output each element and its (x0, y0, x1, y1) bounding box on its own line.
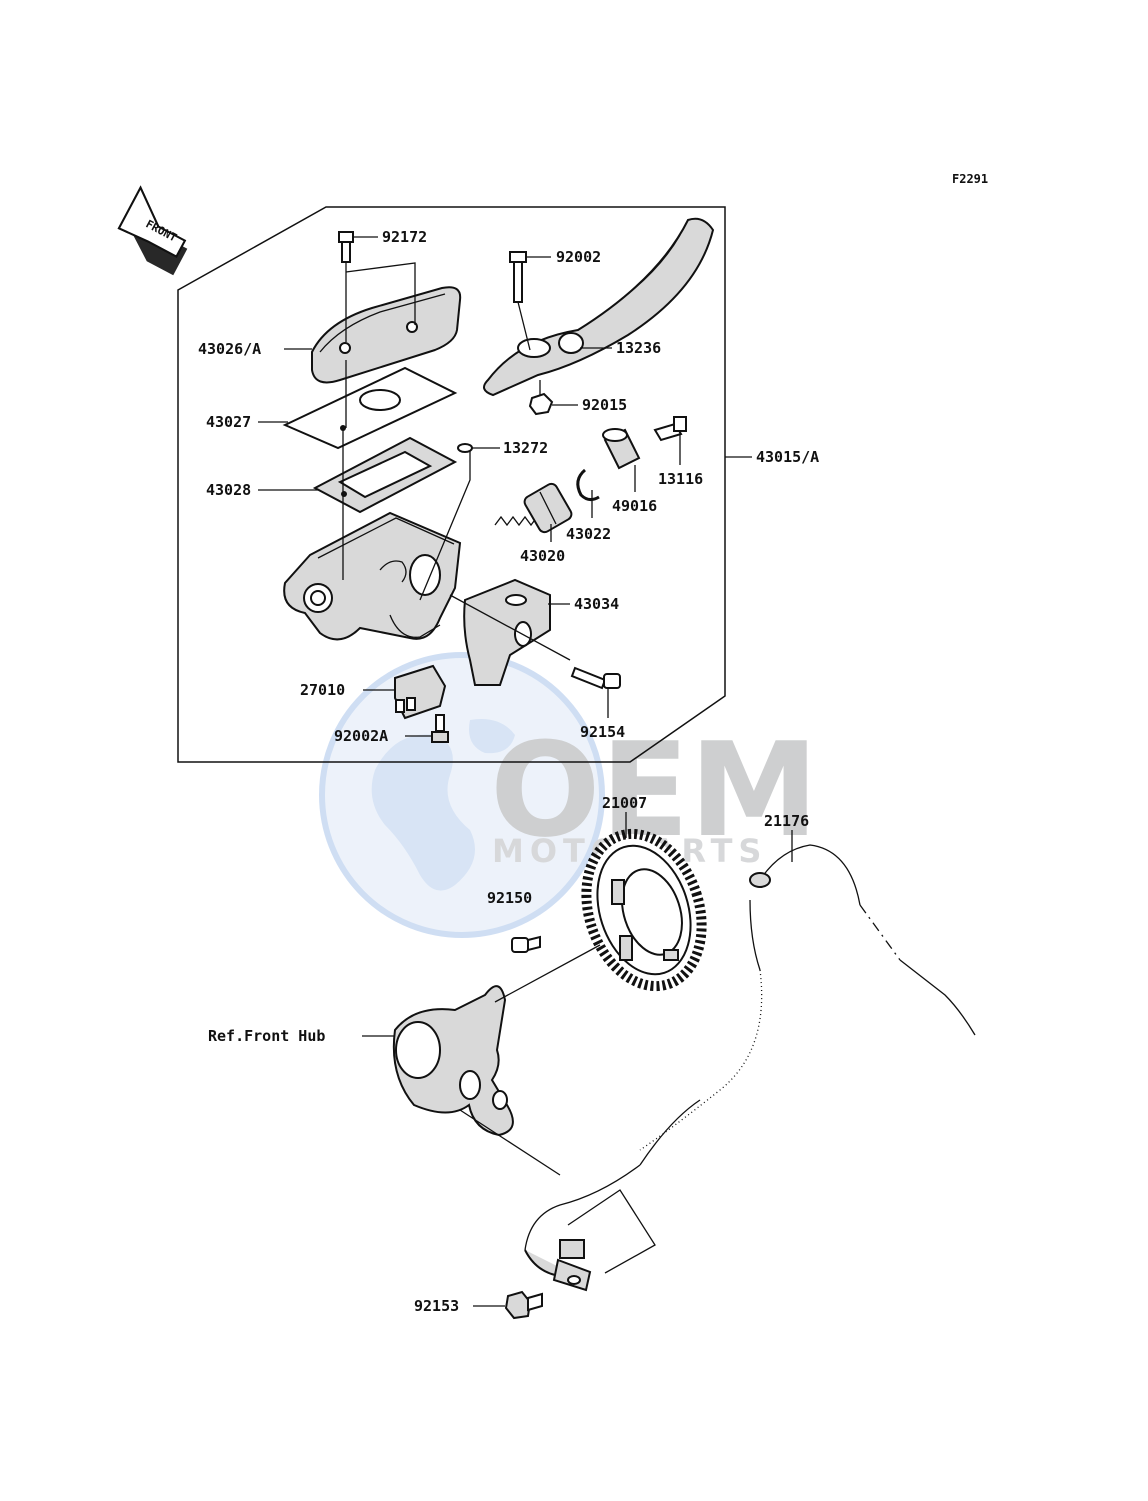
callout-ref-front-hub: Ref.Front Hub (208, 1027, 325, 1045)
screw-92172 (338, 231, 354, 342)
diaphragm (312, 436, 458, 514)
callout-43027: 43027 (206, 413, 251, 431)
rotor-bolt (511, 935, 541, 953)
assembly-outline (177, 206, 726, 763)
alignment-lines (342, 262, 656, 1274)
leader-lines (258, 236, 793, 1307)
callout-43020: 43020 (520, 547, 565, 565)
clamp-bolt (570, 666, 621, 690)
callout-92150: 92150 (487, 889, 532, 907)
callout-49016: 49016 (612, 497, 657, 515)
sensor-bolt (504, 1290, 543, 1320)
callout-43015a: 43015/A (756, 448, 819, 466)
master-cylinder-body (283, 511, 462, 641)
sensor-cable (524, 844, 976, 1292)
callout-92153: 92153 (414, 1297, 459, 1315)
brake-lever (483, 217, 715, 397)
diaphragm-plate (282, 366, 458, 450)
callout-21007: 21007 (602, 794, 647, 812)
piston-assembly (494, 482, 573, 534)
reservoir-cap (311, 286, 462, 384)
callout-labels: 92172 43026/A 43027 43028 13272 92002 13… (198, 228, 819, 1315)
circlip (576, 468, 600, 502)
front-hub (392, 985, 514, 1137)
callout-92172: 92172 (382, 228, 427, 246)
callout-43022: 43022 (566, 525, 611, 543)
diagram-code: F2291 (952, 172, 988, 186)
callout-43034: 43034 (574, 595, 619, 613)
callout-92002a: 92002A (334, 727, 388, 745)
sensor-rotor (581, 828, 707, 992)
callout-92015: 92015 (582, 396, 627, 414)
bushing (602, 428, 641, 470)
callout-92154: 92154 (580, 723, 625, 741)
callout-27010: 27010 (300, 681, 345, 699)
callout-43026a: 43026/A (198, 340, 261, 358)
callout-13236: 13236 (616, 339, 661, 357)
pivot-bolt (653, 416, 687, 442)
callout-21176: 21176 (764, 812, 809, 830)
callout-13116: 13116 (658, 470, 703, 488)
nut (528, 380, 554, 416)
callout-92002: 92002 (556, 248, 601, 266)
front-arrow-icon: FRONT (117, 185, 188, 276)
brake-switch (394, 664, 447, 720)
callout-13272: 13272 (503, 439, 548, 457)
lever-pivot-bolt (509, 251, 531, 351)
callout-43028: 43028 (206, 481, 251, 499)
switch-screw (431, 714, 449, 743)
